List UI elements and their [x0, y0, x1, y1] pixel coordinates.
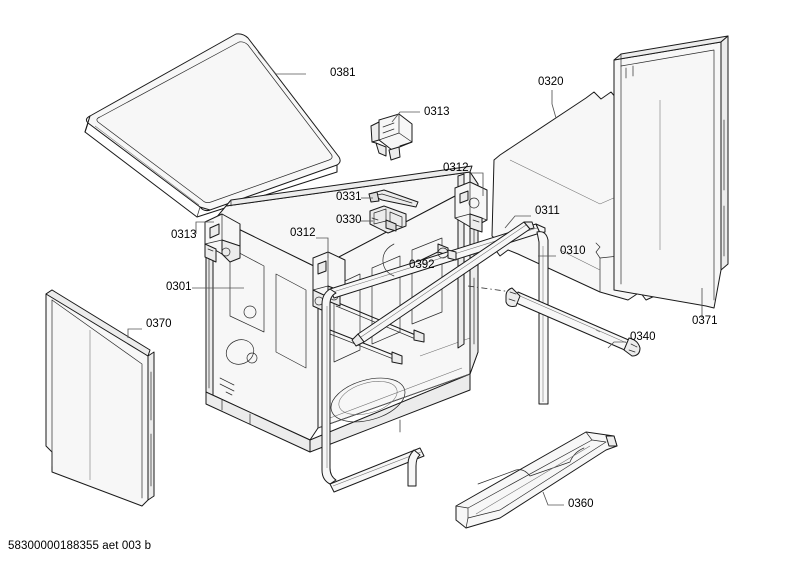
part-0301-tub-cabinet	[205, 165, 479, 456]
part-number-tub-cabinet: 0301	[166, 281, 192, 293]
part-number-insulation-mat: 0320	[538, 76, 564, 88]
leader-line-insulation-mat	[551, 90, 557, 119]
part-number-hinge-bracket-upper: 0312	[443, 162, 469, 174]
part-number-side-panel-right: 0371	[692, 315, 718, 327]
leader-line-hinge-bracket-upper	[469, 172, 484, 196]
leader-line-hinge-bracket-lower	[316, 237, 329, 258]
leader-line-hinge-block-upper	[391, 111, 420, 123]
leader-line-hinge-block-lower	[195, 221, 214, 234]
part-0360-base-plinth-trim	[455, 431, 618, 529]
part-number-side-panel-left: 0370	[146, 318, 172, 330]
part-number-base-plinth-trim: 0360	[568, 498, 594, 510]
part-number-latch-mechanism: 0330	[336, 214, 362, 226]
part-0330-latch-mechanism	[369, 205, 407, 234]
part-number-frame-rail-diagonal: 0311	[535, 205, 560, 217]
part-0392-retaining-clip	[382, 243, 457, 277]
leader-line-worktop-lid	[257, 51, 306, 75]
part-number-hinge-block-upper: 0313	[424, 106, 450, 118]
part-number-support-strut-rod: 0340	[630, 331, 656, 343]
leader-line-side-panel-left	[127, 328, 142, 338]
leader-line-support-strut-rod	[607, 341, 626, 349]
part-number-hinge-block-lower: 0313	[171, 229, 197, 241]
part-0313-hinge-block-lower	[204, 213, 241, 263]
part-0331-latch-arm	[368, 189, 419, 208]
leader-line-frame-rail-diagonal	[504, 215, 531, 229]
part-0313-hinge-block-upper	[370, 113, 413, 161]
part-0370-side-panel-left	[45, 289, 155, 507]
part-0340-support-strut-rod	[467, 285, 641, 357]
part-0311-frame-rail-diagonal	[351, 221, 535, 347]
part-label-group: 0381 0313 0320 0312 0331 0330 0313 0312 0311 0392…	[127, 51, 718, 510]
part-0312-hinge-bracket-upper	[454, 181, 488, 233]
drawing-code-footer: 58300000188355 aet 003 b	[8, 540, 152, 552]
part-number-hinge-bracket-lower: 0312	[290, 227, 316, 239]
part-number-worktop-lid: 0381	[330, 67, 356, 79]
leader-line-base-plinth-trim	[542, 491, 564, 506]
part-0371-side-panel-right	[613, 35, 729, 309]
part-number-latch-arm: 0331	[336, 191, 362, 203]
part-number-retaining-clip: 0392	[409, 259, 435, 271]
part-0381-worktop-lid	[84, 33, 341, 218]
part-number-outer-door-frame: 0310	[560, 245, 586, 257]
